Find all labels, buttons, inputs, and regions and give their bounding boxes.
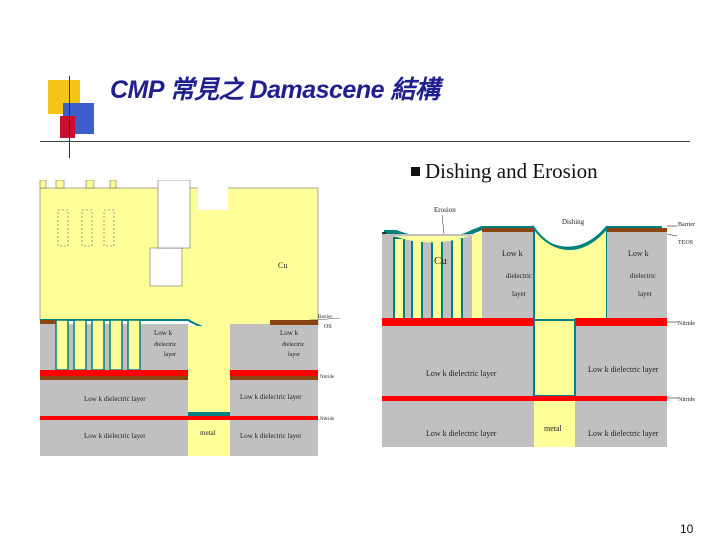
right-via-cu	[533, 319, 576, 397]
left-lowk-block-right	[230, 324, 318, 370]
left-metal-teal	[188, 412, 230, 416]
left-notch-3	[198, 180, 228, 210]
right-lowk-dielectric-2: Low k dielectric layer	[588, 365, 659, 374]
left-layer-left-label: layer	[164, 352, 176, 358]
slide-title: CMP 常見之 Damascene 結構	[110, 76, 440, 104]
right-bottom-lowk-left	[382, 401, 534, 447]
left-bottom-lowk	[40, 420, 188, 456]
left-dielectric-right-label: dielectric	[282, 342, 305, 348]
right-dishing-cu	[533, 224, 608, 321]
right-dielectric-mid-label: dielectric	[506, 272, 532, 280]
right-cu-label: Cu	[434, 255, 447, 267]
left-dielectric-left-label: dielectric	[154, 342, 177, 348]
bullet-text: Dishing and Erosion	[425, 159, 598, 183]
left-barrier-label: Barrier	[318, 315, 332, 320]
left-bottom-nitride	[40, 416, 318, 420]
left-nitride-right	[230, 370, 318, 376]
left-lower-lowk-right	[230, 380, 318, 416]
left-layer-right-label: layer	[288, 352, 300, 358]
bullet-square-icon	[411, 166, 420, 176]
deco-red-square	[60, 116, 75, 138]
left-lowk-right-label: Low k	[280, 329, 299, 337]
left-cu-fingers	[55, 319, 141, 371]
deco-vertical-line	[69, 76, 70, 158]
right-lower-lowk-right	[575, 326, 667, 396]
right-teos-label: TEOS	[678, 240, 693, 246]
right-lowk-mid-label: Low k	[502, 249, 523, 258]
left-lowk-left-label: Low k	[154, 329, 173, 337]
left-cu-label: Cu	[278, 261, 287, 270]
left-oxide-left	[40, 320, 56, 324]
left-lowk-dielectric-2: Low k dielectric layer	[240, 393, 302, 401]
left-oxide-right	[270, 320, 318, 325]
right-bottom-lowk-right	[575, 401, 667, 447]
left-nitride-label-1: Nitride	[320, 375, 335, 380]
right-lowk-dielectric-3: Low k dielectric layer	[426, 429, 497, 438]
right-layer-mid-label: layer	[512, 290, 527, 298]
deco-horizontal-line	[40, 141, 690, 142]
left-brown-under-nitride-right	[230, 376, 318, 380]
right-oxide-mid	[482, 228, 534, 232]
right-dishing-label: Dishing	[562, 218, 585, 226]
left-nitride-label-2: Nitride	[320, 417, 335, 422]
left-metal-block	[188, 420, 230, 456]
right-lowk-right-label: Low k	[628, 249, 649, 258]
left-lowk-dielectric-4: Low k dielectric layer	[240, 432, 302, 440]
left-via-cu	[188, 326, 230, 412]
right-erosion-cu	[394, 232, 482, 318]
left-lowk-dielectric-1: Low k dielectric layer	[84, 395, 146, 403]
right-nitride-right	[575, 318, 667, 326]
right-oxide-right	[607, 228, 667, 232]
right-lowk-mid	[482, 232, 534, 320]
left-brown-under-nitride-left	[40, 376, 188, 380]
left-lowk-dielectric-3: Low k dielectric layer	[84, 432, 146, 440]
right-lowk-dielectric-4: Low k dielectric layer	[588, 429, 659, 438]
right-barrier-label: Barrier	[678, 222, 695, 228]
right-dielectric-right-label: dielectric	[630, 272, 656, 280]
left-notch-2	[157, 180, 191, 249]
right-metal-label: metal	[544, 424, 563, 433]
left-damascene-diagram: Cu Low k dielectric layer Low k dielectr…	[39, 180, 319, 456]
bullet-point: Dishing and Erosion	[411, 159, 598, 184]
left-metal-label: metal	[200, 429, 216, 437]
right-lowk-dielectric-1: Low k dielectric layer	[426, 369, 497, 378]
right-nitride-left	[382, 318, 534, 326]
left-nitride-left	[40, 370, 188, 376]
left-notch-1	[149, 247, 183, 287]
left-os-label: OS	[324, 324, 332, 330]
right-erosion-label: Erosion	[434, 206, 456, 214]
right-nitride-label-2: Nitride	[678, 397, 695, 403]
left-lower-lowk-left	[40, 380, 188, 416]
left-bottom-lowk-right	[230, 420, 318, 456]
right-lowk-right	[607, 232, 667, 320]
page-number: 10	[680, 522, 694, 536]
right-layer-right-label: layer	[638, 290, 653, 298]
right-metal-block	[534, 401, 575, 447]
right-damascene-diagram: Erosion Dishing Cu Low k dielectric laye…	[382, 206, 695, 447]
right-lower-lowk-left	[382, 326, 534, 396]
right-nitride-label-1: Nitride	[678, 321, 695, 327]
left-annotations: Barrier OS Nitride Nitride	[310, 315, 341, 422]
left-dashed-trenches	[57, 209, 115, 247]
left-top-stubs	[39, 180, 117, 189]
right-bottom-nitride	[382, 396, 667, 401]
